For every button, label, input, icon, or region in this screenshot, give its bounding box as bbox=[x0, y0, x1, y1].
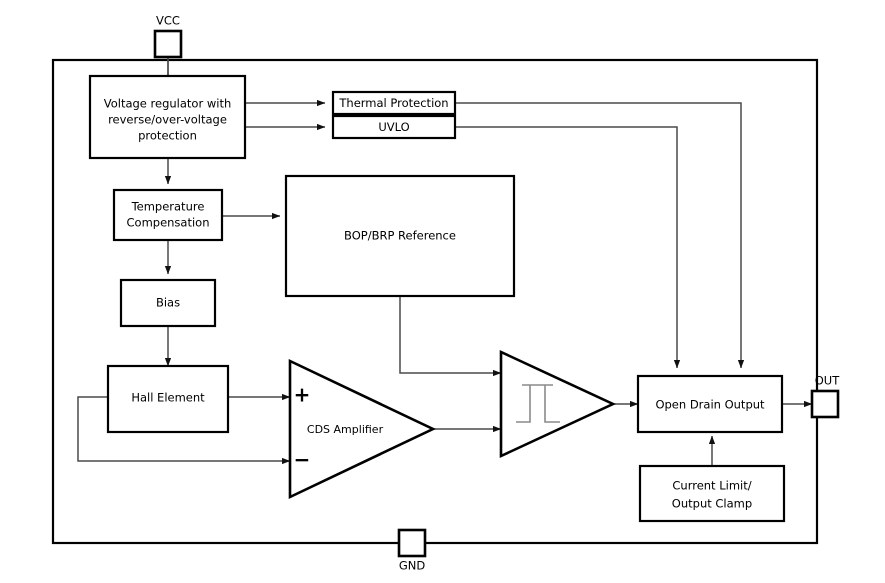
bias-box[interactable] bbox=[119, 278, 217, 328]
block-bop-brp-reference[interactable]: BOP/BRP Reference bbox=[284, 174, 516, 298]
vcc-label: VCC bbox=[156, 14, 180, 28]
block-current-limit-output-clamp[interactable]: Current Limit/ Output Clamp bbox=[638, 464, 786, 523]
thermal-protection-label: Thermal Protection bbox=[338, 96, 448, 110]
open-drain-output-box[interactable] bbox=[636, 374, 784, 434]
current-limit-label-line1: Current Limit/ bbox=[672, 479, 751, 493]
cds-amplifier-minus-sign: − bbox=[294, 448, 311, 472]
cds-amplifier-triangle[interactable] bbox=[288, 358, 437, 500]
wire-uvlo-to-opendrain bbox=[455, 126, 681, 369]
out-pad[interactable] bbox=[810, 389, 840, 419]
cds-amplifier-label: CDS Amplifier bbox=[307, 423, 384, 436]
gnd-label: GND bbox=[399, 559, 426, 573]
bop-brp-reference-box[interactable] bbox=[284, 174, 516, 298]
vcc-pad[interactable] bbox=[153, 29, 183, 59]
voltage-regulator-label-line3: protection bbox=[138, 129, 197, 143]
hall-element-label: Hall Element bbox=[131, 391, 205, 405]
gnd-pad[interactable] bbox=[397, 528, 427, 558]
thermal-protection-box[interactable] bbox=[331, 90, 457, 116]
block-thermal-protection[interactable]: Thermal Protection bbox=[331, 90, 457, 116]
uvlo-box[interactable] bbox=[331, 114, 457, 140]
block-open-drain-output[interactable]: Open Drain Output bbox=[636, 374, 784, 434]
temperature-compensation-label-line2: Compensation bbox=[127, 216, 210, 230]
block-temperature-compensation[interactable]: Temperature Compensation bbox=[112, 188, 224, 242]
hysteresis-symbol bbox=[516, 384, 560, 423]
open-drain-output-label: Open Drain Output bbox=[655, 398, 765, 412]
pin-vcc[interactable]: VCC bbox=[153, 14, 183, 59]
block-hall-element[interactable]: Hall Element bbox=[106, 364, 230, 434]
block-bias[interactable]: Bias bbox=[119, 278, 217, 328]
cds-amplifier-plus-sign: + bbox=[294, 383, 311, 407]
block-cds-amplifier[interactable]: + − CDS Amplifier bbox=[288, 358, 437, 500]
current-limit-label-line2: Output Clamp bbox=[672, 497, 752, 511]
wire-bopbrp-to-schmitt bbox=[399, 296, 502, 377]
block-voltage-regulator[interactable]: Voltage regulator with reverse/over-volt… bbox=[88, 74, 247, 160]
pin-out[interactable]: OUT bbox=[810, 374, 840, 419]
out-label: OUT bbox=[815, 374, 840, 388]
voltage-regulator-label-line2: reverse/over-voltage bbox=[108, 113, 227, 127]
block-schmitt-trigger[interactable] bbox=[499, 349, 617, 459]
temperature-compensation-box[interactable] bbox=[112, 188, 224, 242]
voltage-regulator-box[interactable] bbox=[88, 74, 247, 160]
wire-hall-to-cds-minus bbox=[77, 396, 291, 465]
temperature-compensation-label-line1: Temperature bbox=[131, 200, 205, 214]
bop-brp-reference-label: BOP/BRP Reference bbox=[344, 229, 456, 243]
wire-thermal-to-opendrain bbox=[455, 102, 745, 369]
uvlo-label: UVLO bbox=[378, 120, 409, 134]
block-uvlo[interactable]: UVLO bbox=[331, 114, 457, 140]
schmitt-trigger-triangle[interactable] bbox=[499, 349, 617, 459]
current-limit-output-clamp-box[interactable] bbox=[638, 464, 786, 523]
pin-gnd[interactable]: GND bbox=[397, 528, 427, 573]
voltage-regulator-label-line1: Voltage regulator with bbox=[104, 97, 232, 111]
bias-label: Bias bbox=[156, 296, 180, 310]
hall-element-box[interactable] bbox=[106, 364, 230, 434]
die-boundary bbox=[51, 58, 819, 545]
